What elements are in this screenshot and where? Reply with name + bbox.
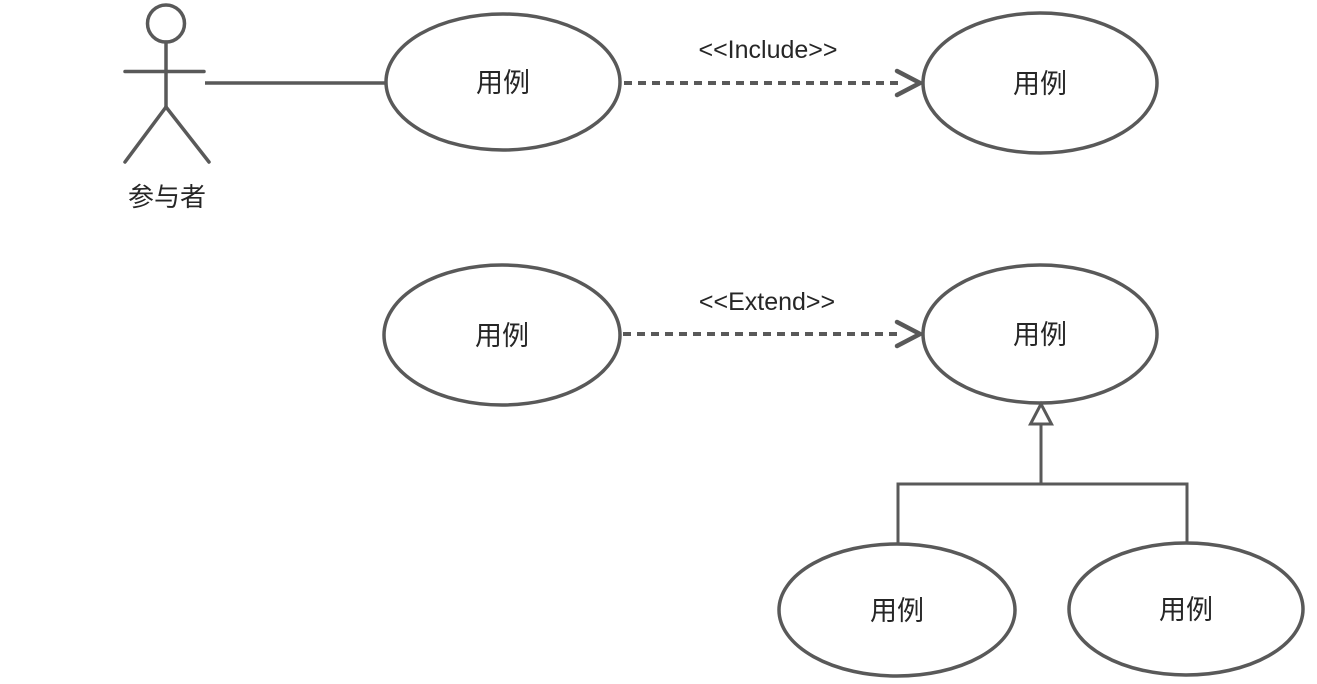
use-case-label: 用例 xyxy=(1013,69,1067,99)
actor-leg-right xyxy=(164,105,211,164)
include-arrowhead-icon xyxy=(894,68,925,98)
use-case-label: 用例 xyxy=(870,596,924,626)
generalization-triangle-icon xyxy=(1028,400,1054,426)
use-case-label: 用例 xyxy=(475,321,529,351)
use-case-ellipse xyxy=(777,542,1017,678)
include-connector[interactable]: <<Include>> xyxy=(624,36,925,98)
use-case-ellipse xyxy=(1067,541,1305,677)
use-case-label: 用例 xyxy=(1013,320,1067,350)
use-case-ellipse xyxy=(382,263,622,407)
actor-leg-left xyxy=(123,105,168,164)
generalization-branch-lines xyxy=(896,482,1189,543)
use-case-ellipse xyxy=(921,11,1159,155)
use-case-ellipse xyxy=(384,12,622,152)
include-label: <<Include>> xyxy=(698,36,837,64)
actor-node[interactable]: 参与者 xyxy=(123,3,211,212)
extend-connector[interactable]: <<Extend>> xyxy=(623,288,925,349)
use-case-node-mid-left[interactable]: 用例 xyxy=(382,263,622,407)
use-case-node-bottom-right[interactable]: 用例 xyxy=(1067,541,1305,677)
use-case-node-mid-right[interactable]: 用例 xyxy=(921,263,1159,405)
use-case-node-top-right[interactable]: 用例 xyxy=(921,11,1159,155)
extend-label: <<Extend>> xyxy=(699,288,835,316)
actor-label: 参与者 xyxy=(128,182,206,212)
use-case-label: 用例 xyxy=(1159,595,1213,625)
generalization-connector[interactable] xyxy=(896,400,1189,543)
use-case-node-bottom-left[interactable]: 用例 xyxy=(777,542,1017,678)
use-case-node-top-left[interactable]: 用例 xyxy=(384,12,622,152)
actor-head xyxy=(145,3,187,44)
use-case-label: 用例 xyxy=(476,68,530,98)
extend-arrowhead-icon xyxy=(894,319,925,349)
